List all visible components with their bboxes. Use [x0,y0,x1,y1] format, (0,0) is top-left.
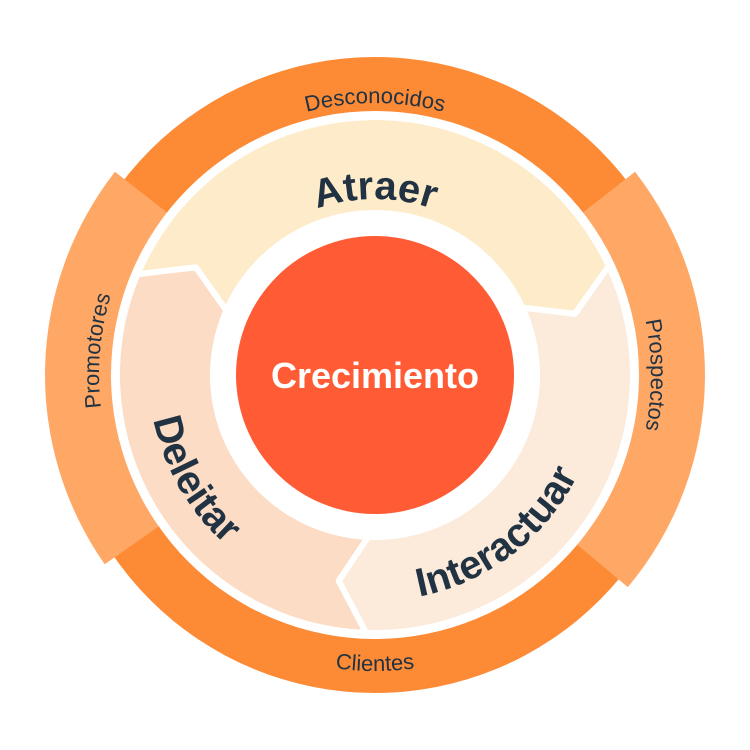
center-label: Crecimiento [271,355,479,396]
audience-clientes: Clientes [335,649,415,677]
center-circle [236,236,514,514]
